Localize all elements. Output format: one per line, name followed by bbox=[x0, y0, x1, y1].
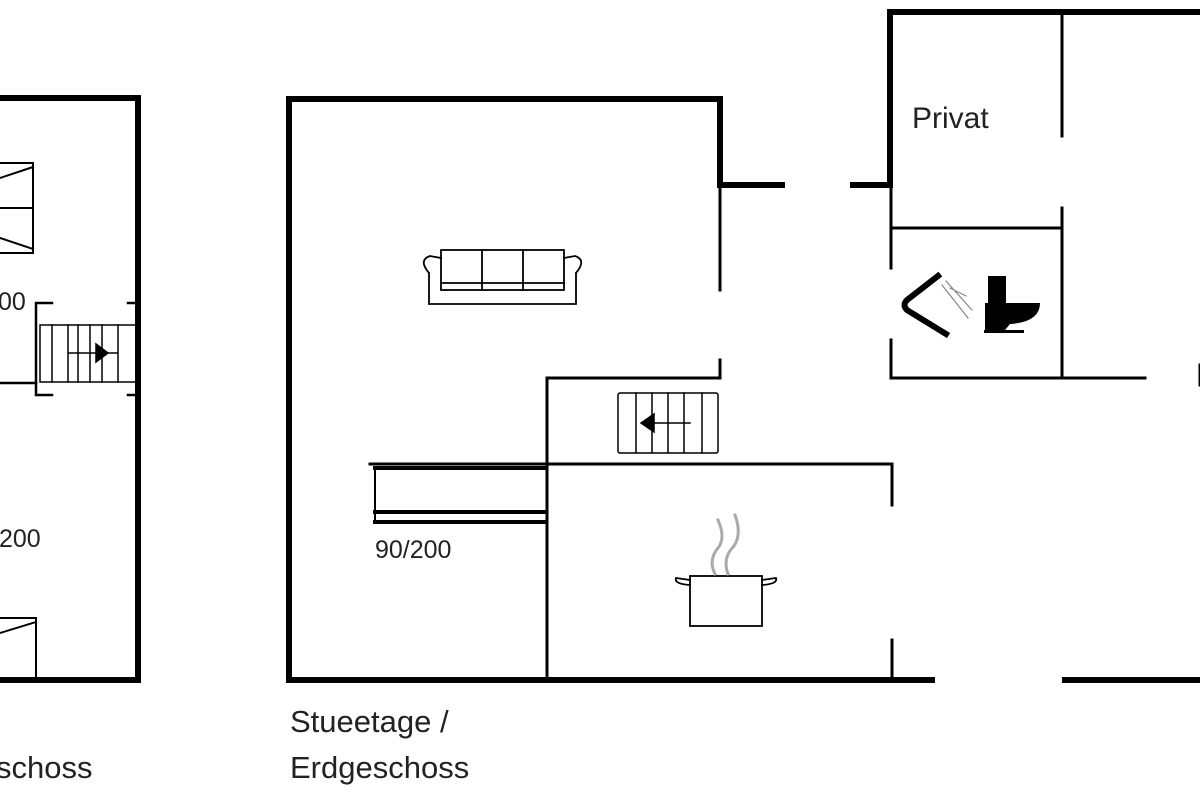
right-building-walls bbox=[887, 9, 1200, 387]
bunk-bed-icon bbox=[373, 466, 547, 524]
shower-icon bbox=[901, 271, 973, 339]
floor-label-line1: Stueetage / bbox=[290, 704, 449, 739]
toilet-icon bbox=[984, 276, 1040, 333]
ground-floor-walls bbox=[286, 96, 1200, 683]
floor-label-line2: Erdgeschoss bbox=[290, 750, 470, 785]
floor-label: schoss bbox=[0, 750, 93, 785]
bed-size-label: 90/200 bbox=[375, 536, 452, 564]
left-building-walls bbox=[0, 95, 141, 683]
bed-size-label: 00 bbox=[0, 288, 26, 316]
stairs-icon bbox=[617, 392, 719, 454]
sofa-icon bbox=[422, 249, 583, 305]
cooking-pot-icon bbox=[674, 513, 778, 627]
stairs-icon bbox=[39, 324, 137, 383]
bed-icon bbox=[0, 617, 38, 681]
bed-size-label: /200 bbox=[0, 525, 41, 553]
room-label-privat: Privat bbox=[912, 102, 989, 135]
bed-icon bbox=[0, 162, 35, 254]
